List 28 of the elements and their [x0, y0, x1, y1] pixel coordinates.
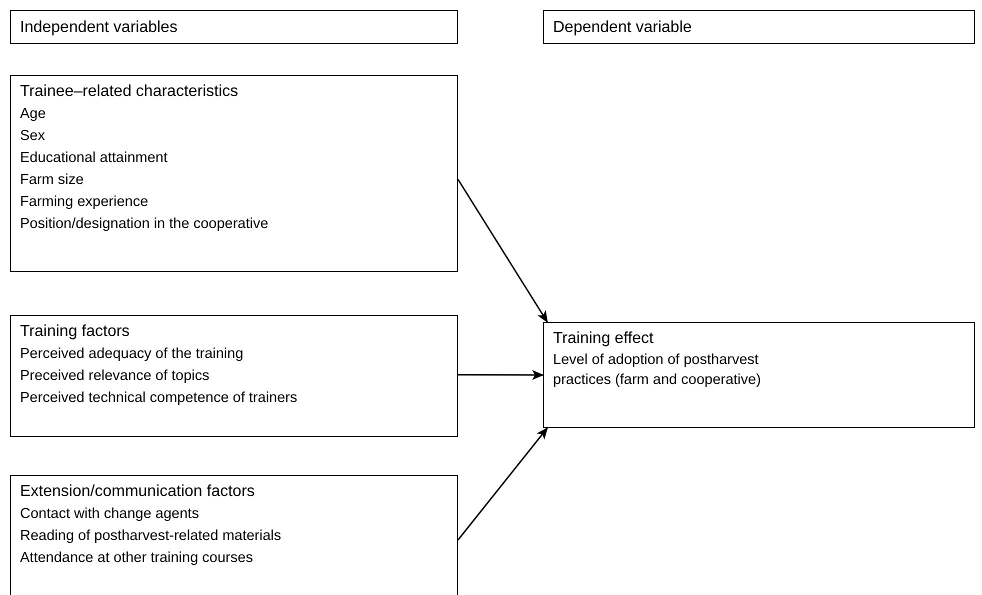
box-heading: Training factors	[20, 322, 131, 342]
arrow	[457, 427, 548, 540]
header-box	[10, 10, 458, 44]
variable-text: Reading of postharvest-related materials	[20, 527, 282, 546]
box-heading: Independent variables	[20, 18, 178, 38]
variable-text: Level of adoption of postharvest practices (farm and cooperative)	[553, 351, 762, 390]
box-heading: Trainee–related characteristics	[20, 82, 240, 102]
box-heading: Training effect	[553, 329, 654, 349]
variable-text: Educational attainment	[20, 149, 169, 168]
variable-box	[10, 315, 458, 437]
variable-text: Perceived adequacy of the training	[20, 345, 244, 364]
variable-text: Attendance at other training courses	[20, 549, 254, 568]
variable-text: Contact with change agents	[20, 505, 200, 524]
arrow	[457, 179, 548, 323]
variable-text: Age	[20, 105, 47, 124]
outcome-box	[543, 322, 975, 428]
variable-text: Sex	[20, 127, 46, 146]
variable-text: Farm size	[20, 171, 85, 190]
box-heading: Dependent variable	[553, 18, 693, 38]
variable-box	[10, 475, 458, 595]
variable-text: Farming experience	[20, 193, 150, 212]
variable-box	[10, 75, 458, 272]
arrow	[458, 370, 544, 380]
header-box	[543, 10, 975, 44]
box-heading: Extension/communication factors	[20, 482, 256, 502]
variable-text: Position/designation in the cooperative	[20, 215, 270, 234]
variable-text: Perceived technical competence of trainers	[20, 389, 298, 408]
variable-text: Preceived relevance of topics	[20, 367, 210, 386]
